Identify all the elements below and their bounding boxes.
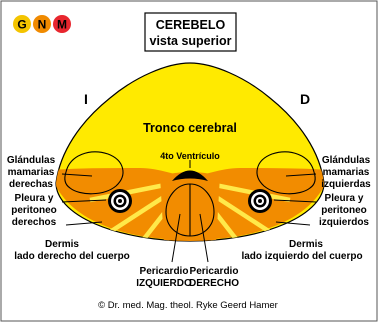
side-right-letter: D (300, 91, 310, 107)
logo-dot-n (33, 15, 51, 33)
title-box: CEREBELO vista superior (144, 12, 237, 52)
logo-letter-g: G (17, 18, 26, 32)
svg-text:mamarias: mamarias (323, 167, 370, 178)
target-right (248, 189, 272, 213)
svg-text:Glándulas: Glándulas (7, 155, 56, 166)
svg-text:Dermis: Dermis (289, 239, 323, 250)
gnm-logo: G N M (13, 15, 71, 33)
svg-text:Pericardio: Pericardio (140, 266, 189, 277)
title-line-2: vista superior (150, 34, 232, 48)
label-dermis-derecho: Dermis lado derecho del cuerpo (14, 239, 130, 262)
pointer-lines (61, 173, 317, 263)
ventricle-label: 4to Ventrículo (160, 151, 220, 161)
svg-text:Pericardio: Pericardio (190, 266, 239, 277)
svg-text:izquierdas: izquierdas (321, 179, 371, 190)
svg-text:izquierdos: izquierdos (319, 217, 369, 228)
svg-text:Pleura y: Pleura y (325, 193, 364, 204)
fourth-ventricle (172, 170, 208, 181)
label-pleura-izquierdos: Pleura y peritoneo izquierdos (319, 193, 369, 228)
svg-text:Glándulas: Glándulas (322, 155, 371, 166)
svg-text:DERECHO: DERECHO (189, 278, 239, 289)
title-line-1: CEREBELO (156, 18, 226, 32)
svg-text:Pleura y: Pleura y (15, 193, 54, 204)
copyright-text: © Dr. med. Mag. theol. Ryke Geerd Hamer (98, 300, 278, 311)
label-pericardio-derecho: Pericardio DERECHO (189, 266, 239, 289)
side-left-letter: I (84, 91, 88, 107)
svg-text:mamarias: mamarias (8, 167, 55, 178)
logo-dot-g (13, 15, 31, 33)
label-pleura-derechos: Pleura y peritoneo derechos (11, 193, 57, 228)
target-left (108, 189, 132, 213)
mammary-lobes (64, 151, 316, 195)
svg-text:peritoneo: peritoneo (11, 205, 57, 216)
label-glandulas-derechas: Glándulas mamarias derechas (7, 155, 56, 190)
pericardium-lobes (165, 183, 215, 237)
logo-letter-n: N (38, 18, 47, 32)
svg-text:peritoneo: peritoneo (321, 205, 367, 216)
label-glandulas-izquierdas: Glándulas mamarias izquierdas (321, 155, 371, 190)
brainstem-label: Tronco cerebral (143, 121, 237, 135)
logo-dot-m (53, 15, 71, 33)
label-dermis-izquierdo: Dermis lado izquierdo del cuerpo (241, 239, 362, 262)
svg-text:lado izquierdo del cuerpo: lado izquierdo del cuerpo (241, 251, 362, 262)
svg-text:derechos: derechos (12, 217, 57, 228)
svg-text:IZQUIERDO: IZQUIERDO (136, 278, 192, 289)
label-pericardio-izquierdo: Pericardio IZQUIERDO (136, 266, 192, 289)
svg-text:lado derecho del cuerpo: lado derecho del cuerpo (14, 251, 130, 262)
svg-text:derechas: derechas (9, 179, 53, 190)
svg-text:Dermis: Dermis (45, 239, 79, 250)
logo-letter-m: M (57, 18, 67, 32)
